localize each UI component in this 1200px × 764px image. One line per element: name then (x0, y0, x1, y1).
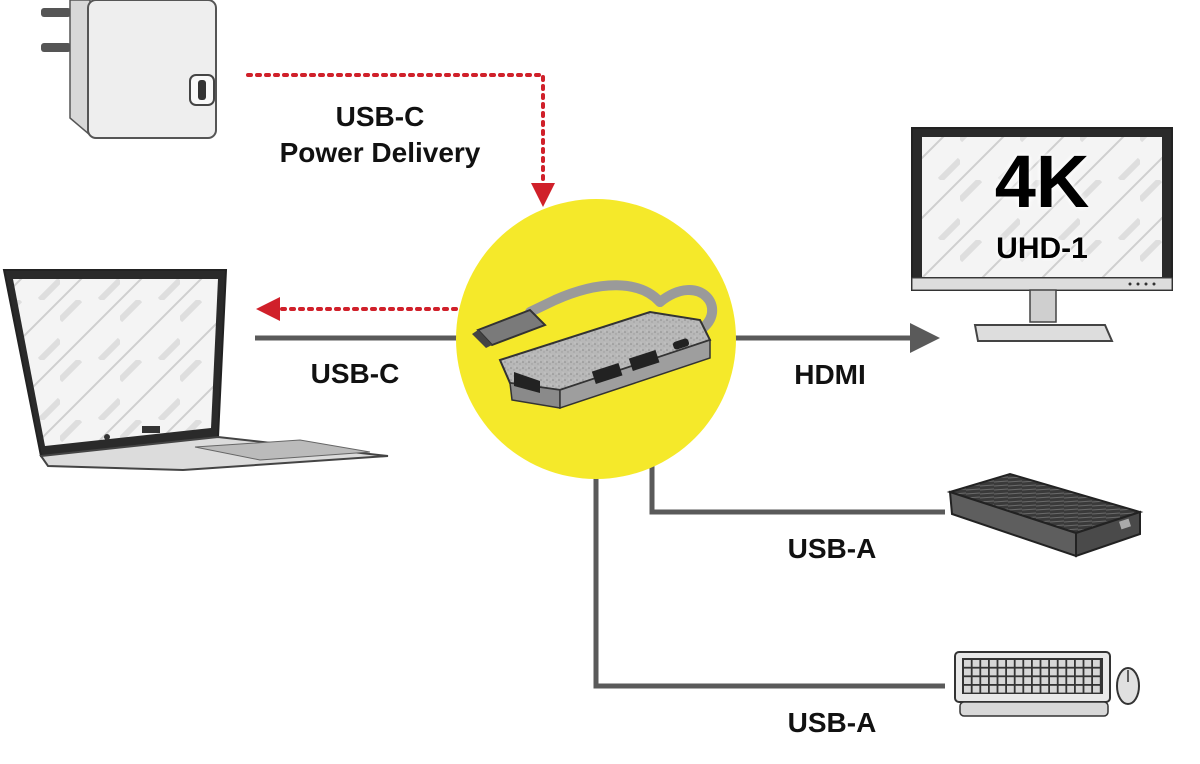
keyboard-key (989, 660, 997, 667)
keyboard-key (1075, 660, 1083, 667)
keyboard-key (989, 685, 997, 693)
keyboard-key (1084, 685, 1092, 693)
laptop-usb-c-label: USB-C (310, 358, 400, 389)
keyboard-key (1041, 668, 1049, 676)
keyboard-key (1032, 685, 1040, 693)
keyboard-key (1041, 677, 1049, 684)
keyboard-key (1058, 685, 1066, 693)
keyboard-key (964, 677, 971, 684)
keyboard-key (1067, 685, 1074, 693)
keyboard-key (998, 685, 1006, 693)
power-delivery-line (246, 73, 555, 207)
keyboard-key (981, 660, 988, 667)
keyboard-key (1007, 668, 1014, 676)
keyboard-key (1075, 677, 1083, 684)
keyboard-key (1032, 660, 1040, 667)
keyboard-key (989, 677, 997, 684)
keyboard-key (1058, 677, 1066, 684)
keyboard-key (1007, 677, 1014, 684)
usb-c-hub (456, 199, 736, 479)
keyboard-key (1067, 668, 1074, 676)
keyboard-key (1067, 660, 1074, 667)
keyboard-key (1093, 660, 1100, 667)
keyboard-key (1007, 660, 1014, 667)
laptop (2, 269, 389, 472)
power-delivery-label-line1: USB-C (335, 101, 425, 132)
keyboard-key (998, 677, 1006, 684)
power-delivery-label-line2: Power Delivery (279, 137, 481, 168)
keyboard-key (1058, 668, 1066, 676)
keyboard-key (1084, 668, 1092, 676)
keyboard-usb-a-label: USB-A (787, 707, 877, 738)
keyboard-key (1050, 660, 1057, 667)
keyboard-key (1024, 677, 1031, 684)
keyboard-usb-a-line (593, 478, 945, 689)
keyboard-key (1084, 660, 1092, 667)
keyboard-key (981, 685, 988, 693)
keyboard-key (1032, 668, 1040, 676)
keyboard-key (964, 668, 971, 676)
keyboard-key (1050, 668, 1057, 676)
keyboard-key (1015, 668, 1023, 676)
ssd-usb-a-label: USB-A (787, 533, 877, 564)
keyboard-key (972, 668, 980, 676)
keyboard-key (1024, 660, 1031, 667)
keyboard-key (1041, 685, 1049, 693)
keyboard-key (989, 668, 997, 676)
keyboard-key (998, 660, 1006, 667)
keyboard-key (972, 677, 980, 684)
keyboard-key (1075, 685, 1083, 693)
keyboard-key (1093, 685, 1100, 693)
keyboard-key (1058, 660, 1066, 667)
monitor-resolution-small: UHD-1 (996, 232, 1088, 265)
keyboard-and-mouse (954, 651, 1140, 717)
keyboard-key (1015, 660, 1023, 667)
keyboard-key (998, 668, 1006, 676)
keyboard-key (1007, 685, 1014, 693)
keyboard-key (972, 685, 980, 693)
keyboard-key (1050, 685, 1057, 693)
keyboard-key (1075, 668, 1083, 676)
power-adapter (30, 0, 235, 165)
keyboard-key (1093, 668, 1100, 676)
keyboard-key (1067, 677, 1074, 684)
keyboard-key (1084, 677, 1092, 684)
keyboard-key (1032, 677, 1040, 684)
keyboard-key (1024, 668, 1031, 676)
keyboard-key (981, 668, 988, 676)
monitor (911, 127, 1173, 342)
keyboard-key (964, 685, 971, 693)
keyboard-key (1050, 677, 1057, 684)
keyboard-key (1041, 660, 1049, 667)
keyboard-key (964, 660, 971, 667)
monitor-resolution-big: 4K (994, 140, 1090, 223)
keyboard-key (1015, 685, 1023, 693)
keyboard-key (981, 677, 988, 684)
keyboard-key (1024, 685, 1031, 693)
external-drive (946, 472, 1144, 558)
keyboard-key (1093, 677, 1100, 684)
hdmi-label: HDMI (794, 359, 866, 390)
keyboard-key (972, 660, 980, 667)
ssd-usb-a-line (649, 458, 945, 515)
keyboard-key (1015, 677, 1023, 684)
